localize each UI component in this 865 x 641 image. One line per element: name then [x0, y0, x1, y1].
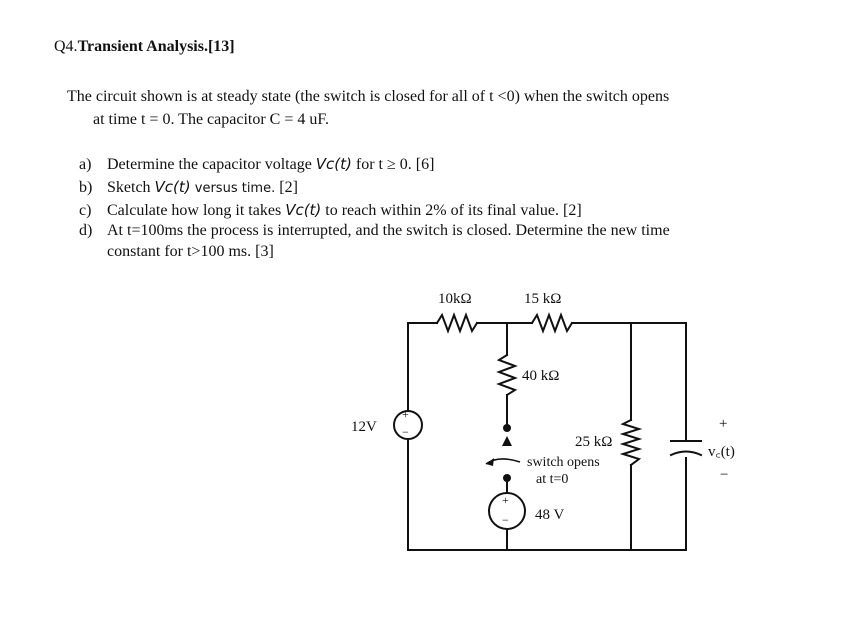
item-d: d) At t=100ms the process is interrupted,… [79, 222, 670, 240]
switch-contact-top [503, 424, 511, 432]
intro-line-1: The circuit shown is at steady state (th… [67, 88, 670, 105]
switch-curve-arrow-icon [486, 458, 494, 466]
item-a-post: for t ≥ 0. [6] [351, 156, 435, 173]
voltage-source-12v [393, 410, 423, 440]
item-b-pre: Sketch [107, 179, 155, 196]
item-c-post: to reach within 2% of its final value. [… [321, 202, 582, 219]
switch-contact-bottom [503, 474, 511, 482]
item-a: a)Determine the capacitor voltage Vc(t) … [79, 155, 434, 174]
source2-plus: + [502, 493, 509, 507]
label-switch-line2: at t=0 [536, 472, 568, 487]
resistor-40k [496, 353, 518, 397]
label-40k: 40 kΩ [522, 368, 559, 384]
item-c-math: Vc(t) [285, 201, 322, 219]
source2-minus: − [502, 513, 509, 527]
vc-minus: − [720, 467, 728, 483]
label-10k: 10kΩ [438, 291, 472, 307]
voltage-source-48v [488, 492, 526, 530]
capacitor-plate-bottom [669, 450, 703, 457]
item-c-label: c) [79, 202, 92, 219]
intro-line-2: at time t = 0. The capacitor C = 4 uF. [93, 111, 329, 128]
item-d-line1: At t=100ms the process is interrupted, a… [107, 222, 670, 239]
label-25k: 25 kΩ [575, 434, 612, 450]
item-b: b) Sketch Vc(t) versus time. [2] [79, 178, 298, 197]
item-c: c) Calculate how long it takes Vc(t) to r… [79, 201, 582, 220]
label-switch-line1: switch opens [527, 455, 600, 470]
item-a-pre: Determine the capacitor voltage [107, 156, 316, 173]
item-b-math: Vc(t) [154, 178, 191, 196]
item-a-label: a) [79, 156, 92, 173]
label-15k: 15 kΩ [524, 291, 561, 307]
switch-arrow-icon [502, 436, 512, 446]
item-d-label: d) [79, 222, 93, 239]
label-vc: v꜀(t) [708, 444, 735, 460]
resistor-25k [619, 418, 643, 467]
label-48v: 48 V [535, 507, 564, 523]
question-number: Q4. [54, 38, 78, 55]
source1-plus: + [402, 407, 409, 421]
question-heading: Transient Analysis.[13] [77, 38, 235, 55]
item-a-math: Vc(t) [315, 155, 352, 173]
resistor-10k [435, 312, 479, 334]
item-c-pre: Calculate how long it takes [107, 202, 286, 219]
label-12v: 12V [351, 419, 377, 435]
vc-plus: + [719, 416, 727, 432]
resistor-15k [530, 312, 574, 334]
item-d-line2: constant for t>100 ms. [3] [107, 243, 274, 260]
item-b-small: versus time. [190, 181, 276, 196]
question-title: Q4.Transient Analysis.[13] [54, 38, 235, 56]
source1-minus: − [402, 425, 409, 439]
item-b-post: [2] [275, 179, 298, 196]
item-b-label: b) [79, 179, 93, 196]
